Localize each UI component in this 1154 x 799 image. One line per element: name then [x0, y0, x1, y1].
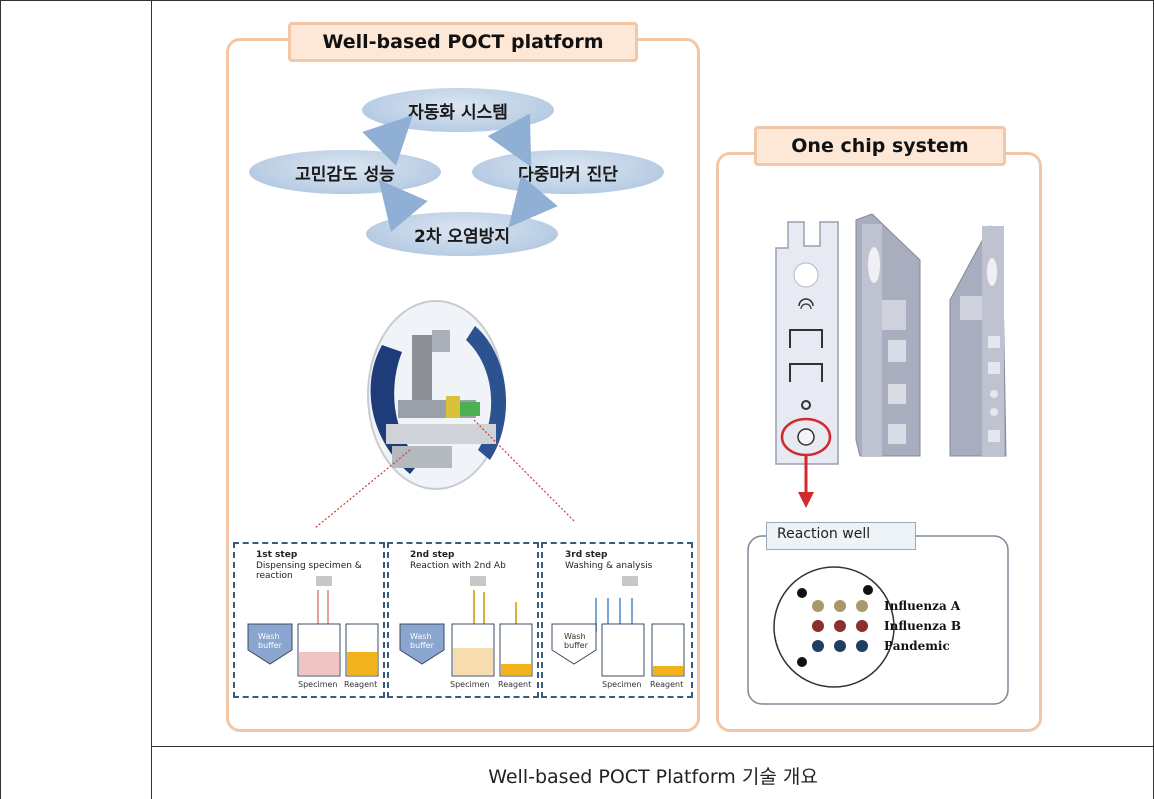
step-1-desc: Dispensing specimen & reaction: [256, 561, 362, 581]
step-3-desc: Washing & analysis: [565, 561, 653, 571]
step-1-wash-label: Wash buffer: [258, 632, 282, 650]
well-based-poct-title: Well-based POCT platform: [288, 22, 638, 62]
legend-influenza-b: Influenza B: [884, 619, 962, 633]
figure-caption: Well-based POCT Platform 기술 개요: [488, 766, 818, 788]
table-row-divider: [152, 746, 1154, 747]
step-3-wash-label: Wash buffer: [564, 632, 588, 650]
step-1-reagent-label: Reagent: [344, 680, 378, 689]
legend-pandemic: Pandemic: [884, 639, 950, 653]
step-2-title: 2nd step: [410, 550, 455, 560]
step-box-3: [541, 542, 693, 698]
one-chip-system-title: One chip system: [754, 126, 1006, 166]
step-3-title: 3rd step: [565, 550, 608, 560]
step-3-specimen-label: Specimen: [602, 680, 642, 689]
step-2-wash-label: Wash buffer: [410, 632, 434, 650]
legend-influenza-a: Influenza A: [884, 599, 961, 613]
step-box-1: [233, 542, 385, 698]
step-box-2: [387, 542, 539, 698]
step-3-reagent-label: Reagent: [650, 680, 684, 689]
cycle-oval-contamination: 2차 오염방지: [366, 212, 558, 256]
reaction-well-title: Reaction well: [766, 522, 916, 550]
cycle-oval-automation: 자동화 시스템: [362, 88, 554, 132]
step-1-specimen-label: Specimen: [298, 680, 338, 689]
cycle-oval-sensitivity: 고민감도 성능: [249, 150, 441, 194]
one-chip-system-panel: [716, 152, 1042, 732]
step-1-title: 1st step: [256, 550, 298, 560]
table-left-cell: [0, 0, 152, 799]
table-top-border: [0, 0, 1154, 1]
step-2-reagent-label: Reagent: [498, 680, 532, 689]
step-2-specimen-label: Specimen: [450, 680, 490, 689]
cycle-oval-multimarker: 다중마커 진단: [472, 150, 664, 194]
step-2-desc: Reaction with 2nd Ab: [410, 561, 506, 571]
